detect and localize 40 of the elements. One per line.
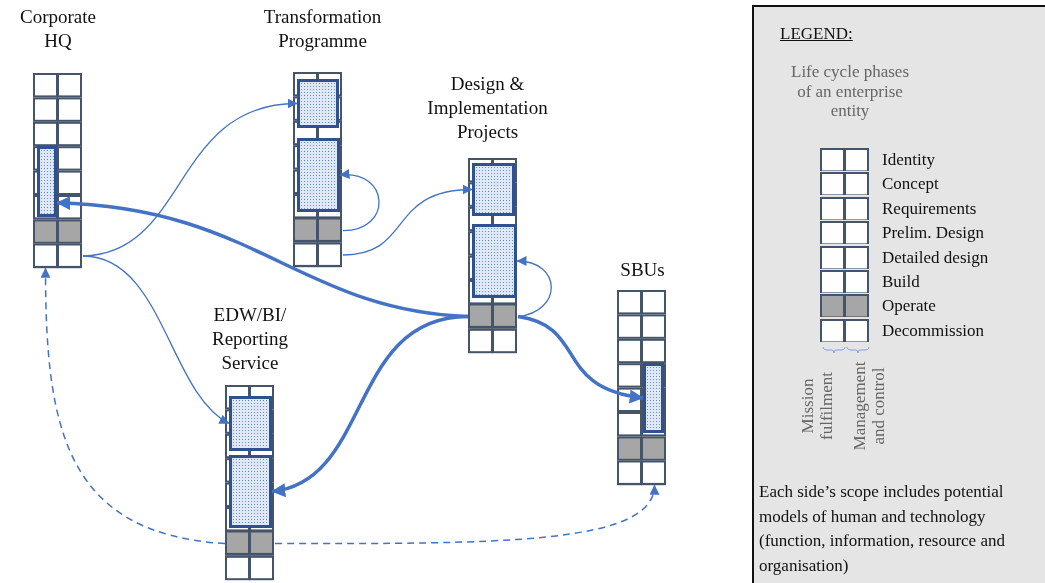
legend-label: Build <box>882 272 920 292</box>
legend-note: Each side’s scope includes potential models of human and technology (function, information, resource and organisation) <box>759 481 1006 577</box>
legend-label: Identity <box>882 150 935 170</box>
highlighted-phase-block <box>229 455 272 528</box>
arrow <box>271 314 469 496</box>
decommission-phase-row <box>33 243 83 269</box>
arrow <box>517 314 644 403</box>
legend-label: Decommission <box>882 320 984 341</box>
legend-heading: LEGEND: <box>780 24 853 44</box>
entity-title: Transformation Programme <box>262 5 383 53</box>
entity-title: SBUs <box>620 258 665 282</box>
arrow <box>339 170 380 232</box>
operate-phase-row <box>468 304 518 329</box>
axis-caption: Life cycle phases of an enterprise entity <box>790 62 910 121</box>
entity-title: Design & Implementation Projects <box>426 72 549 144</box>
legend-label: Operate <box>882 296 936 317</box>
column-caption: Management and control <box>850 360 888 453</box>
arrow <box>82 255 230 425</box>
operate-phase-row <box>225 531 275 556</box>
highlighted-phase-block <box>472 163 515 216</box>
highlighted-phase-block <box>472 224 517 298</box>
legend-label: Detailed design <box>882 247 989 268</box>
decommission-phase-row <box>293 242 343 268</box>
legend-label: Concept <box>882 174 939 195</box>
highlighted-phase-block <box>297 79 339 128</box>
legend-label: Requirements <box>882 198 977 219</box>
highlighted-phase-block <box>643 363 664 433</box>
highlighted-phase-block <box>229 396 272 451</box>
entity-title: Corporate HQ <box>19 5 97 53</box>
column-caption: Mission fulfilment <box>798 371 836 442</box>
highlighted-phase-block <box>297 138 340 212</box>
decommission-phase-row <box>617 460 667 486</box>
arrow <box>342 185 473 256</box>
operate-phase-row <box>293 218 343 243</box>
highlighted-phase-block <box>37 146 57 217</box>
arrow <box>516 256 552 318</box>
arrow <box>274 484 658 545</box>
arrow <box>40 267 226 545</box>
entity-title: EDW/BI/ Reporting Service <box>211 303 289 375</box>
legend-label: Prelim. Design <box>882 223 984 244</box>
